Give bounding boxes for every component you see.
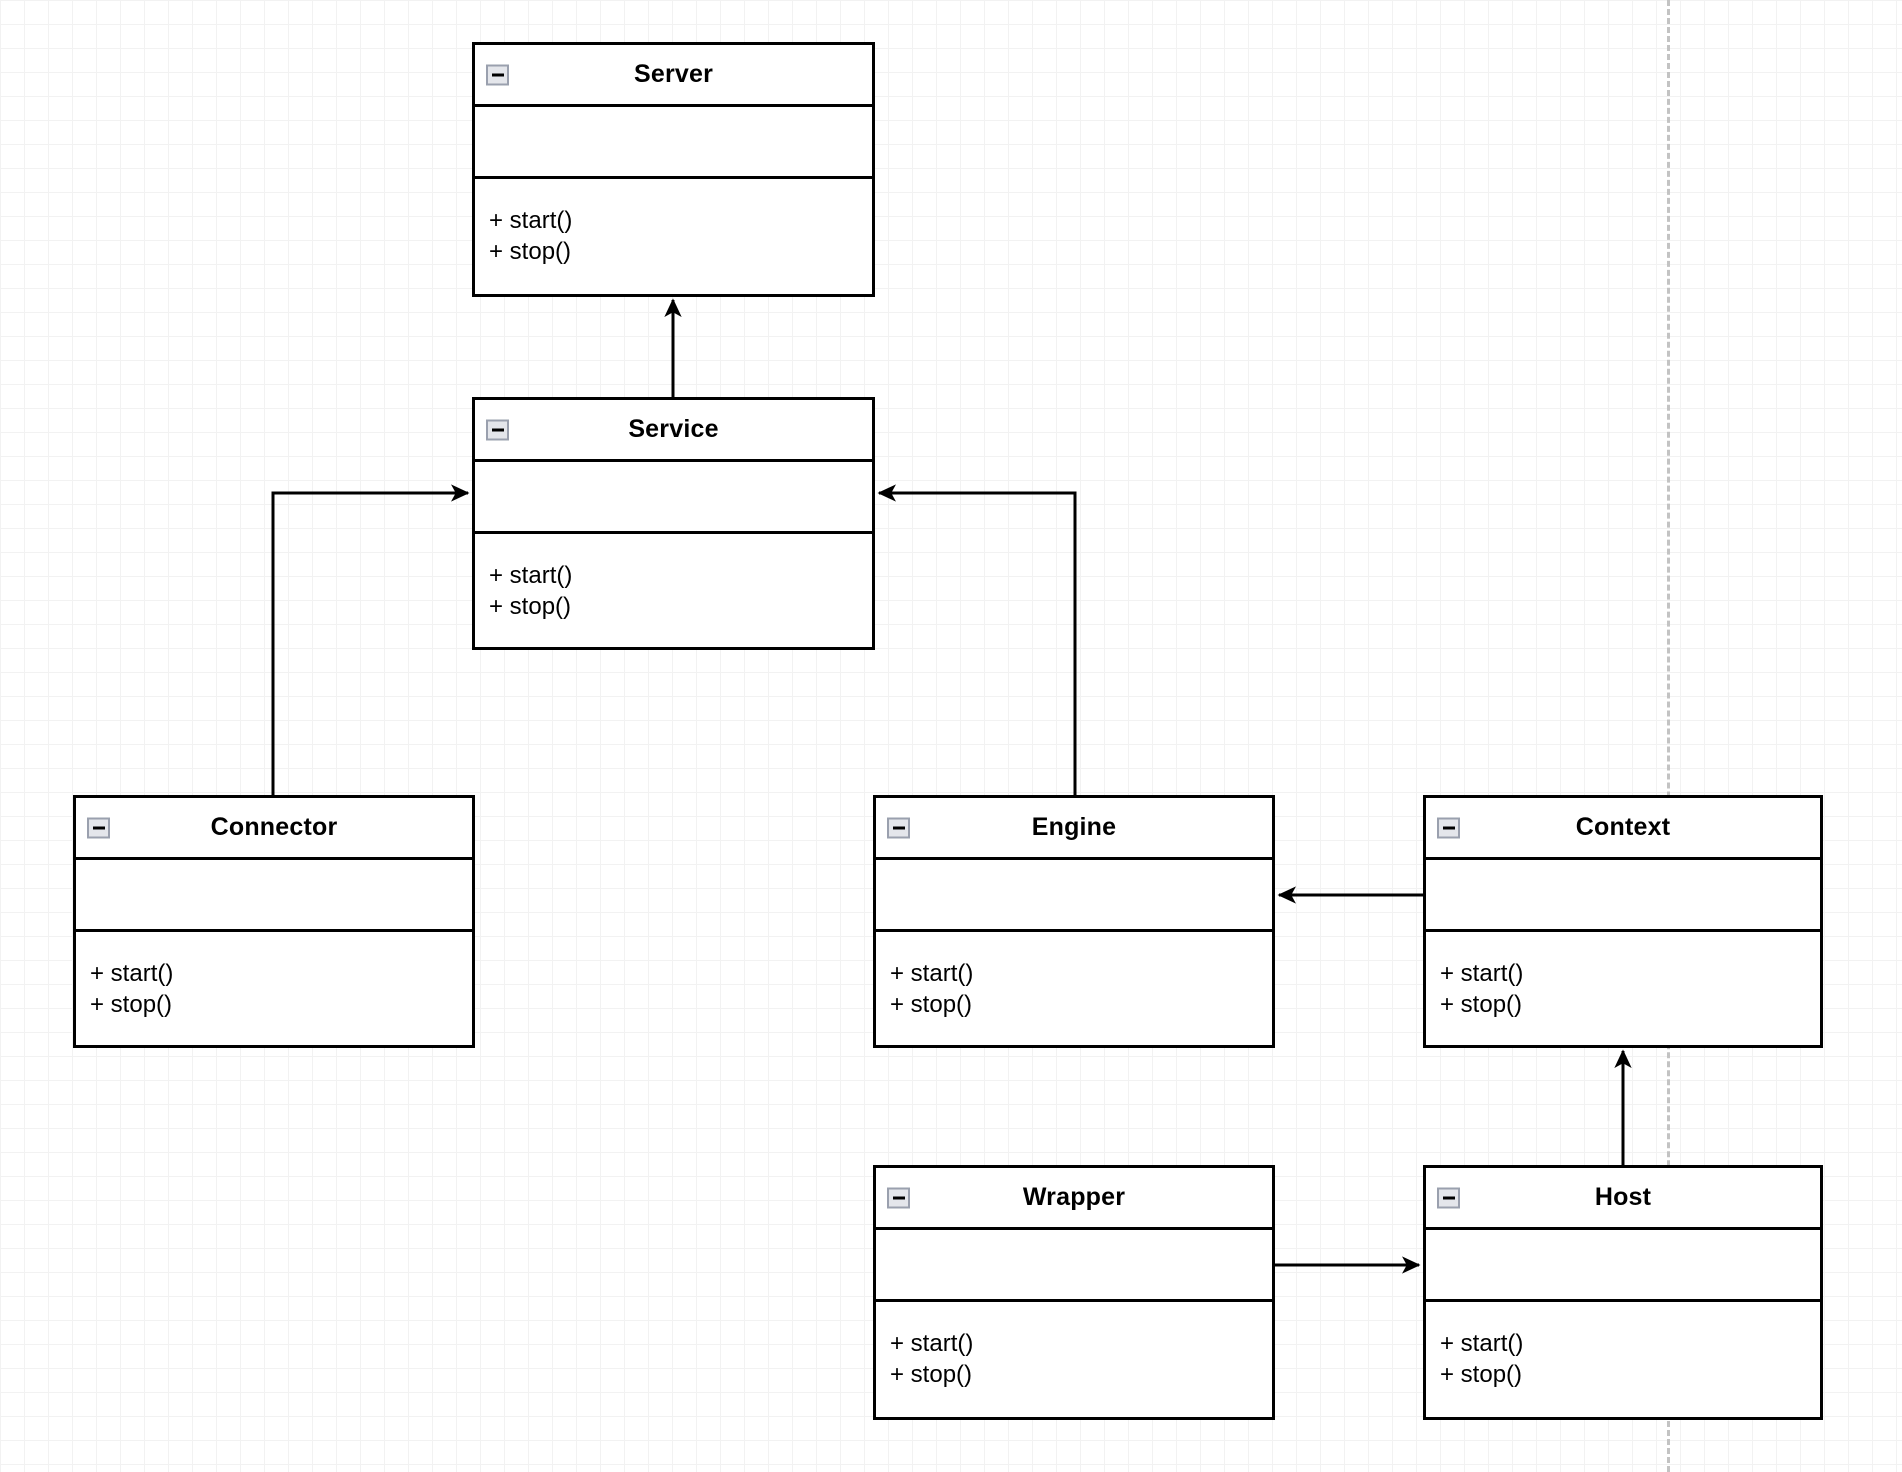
class-title-bar-context: Context — [1426, 798, 1820, 860]
class-attributes-host — [1426, 1230, 1820, 1302]
class-attributes-service — [475, 462, 872, 534]
class-method-line: + stop() — [489, 593, 572, 620]
class-name-host: Host — [1594, 1183, 1652, 1211]
class-methods-host: + start() + stop() — [1426, 1302, 1820, 1390]
class-methods-server: + start() + stop() — [475, 179, 872, 267]
class-method-line: + start() — [1440, 1330, 1524, 1357]
class-method-line: + stop() — [890, 1361, 973, 1388]
class-title-bar-service: Service — [475, 400, 872, 462]
uml-class-wrapper[interactable]: Wrapper + start() + stop() — [873, 1165, 1275, 1420]
uml-class-service[interactable]: Service + start() + stop() — [472, 397, 875, 650]
page-break-guide — [1667, 0, 1670, 1472]
minus-icon[interactable] — [887, 817, 910, 838]
class-methods-wrapper: + start() + stop() — [876, 1302, 1272, 1390]
uml-class-host[interactable]: Host + start() + stop() — [1423, 1165, 1823, 1420]
class-attributes-context — [1426, 860, 1820, 932]
class-attributes-server — [475, 107, 872, 179]
class-attributes-connector — [76, 860, 472, 932]
minus-icon[interactable] — [1437, 1187, 1460, 1208]
minus-icon[interactable] — [1437, 817, 1460, 838]
class-title-bar-connector: Connector — [76, 798, 472, 860]
class-attributes-wrapper — [876, 1230, 1272, 1302]
uml-class-connector[interactable]: Connector + start() + stop() — [73, 795, 475, 1048]
minus-icon[interactable] — [486, 64, 509, 85]
class-title-bar-wrapper: Wrapper — [876, 1168, 1272, 1230]
uml-class-context[interactable]: Context + start() + stop() — [1423, 795, 1823, 1048]
class-methods-context: + start() + stop() — [1426, 932, 1820, 1020]
class-name-service: Service — [628, 415, 719, 443]
class-title-bar-engine: Engine — [876, 798, 1272, 860]
class-name-wrapper: Wrapper — [1022, 1183, 1126, 1211]
class-method-line: + stop() — [1440, 991, 1523, 1018]
class-method-line: + start() — [1440, 960, 1524, 987]
uml-class-engine[interactable]: Engine + start() + stop() — [873, 795, 1275, 1048]
class-method-line: + start() — [890, 1330, 974, 1357]
class-methods-service: + start() + stop() — [475, 534, 872, 622]
class-methods-connector: + start() + stop() — [76, 932, 472, 1020]
class-method-line: + stop() — [489, 238, 572, 265]
class-method-line: + start() — [489, 207, 573, 234]
class-method-line: + stop() — [1440, 1361, 1523, 1388]
class-method-line: + start() — [489, 562, 573, 589]
class-method-line: + stop() — [890, 991, 973, 1018]
class-method-line: + start() — [890, 960, 974, 987]
uml-class-server[interactable]: Server + start() + stop() — [472, 42, 875, 297]
minus-icon[interactable] — [887, 1187, 910, 1208]
class-name-server: Server — [633, 60, 714, 88]
class-name-context: Context — [1575, 813, 1671, 841]
class-title-bar-host: Host — [1426, 1168, 1820, 1230]
edge-connector-to-service[interactable] — [271, 484, 470, 795]
edge-engine-to-service[interactable] — [877, 484, 1077, 795]
class-methods-engine: + start() + stop() — [876, 932, 1272, 1020]
class-name-engine: Engine — [1031, 813, 1117, 841]
class-name-connector: Connector — [210, 813, 338, 841]
class-title-bar-server: Server — [475, 45, 872, 107]
class-attributes-engine — [876, 860, 1272, 932]
class-method-line: + stop() — [90, 991, 173, 1018]
minus-icon[interactable] — [87, 817, 110, 838]
minus-icon[interactable] — [486, 419, 509, 440]
class-method-line: + start() — [90, 960, 174, 987]
